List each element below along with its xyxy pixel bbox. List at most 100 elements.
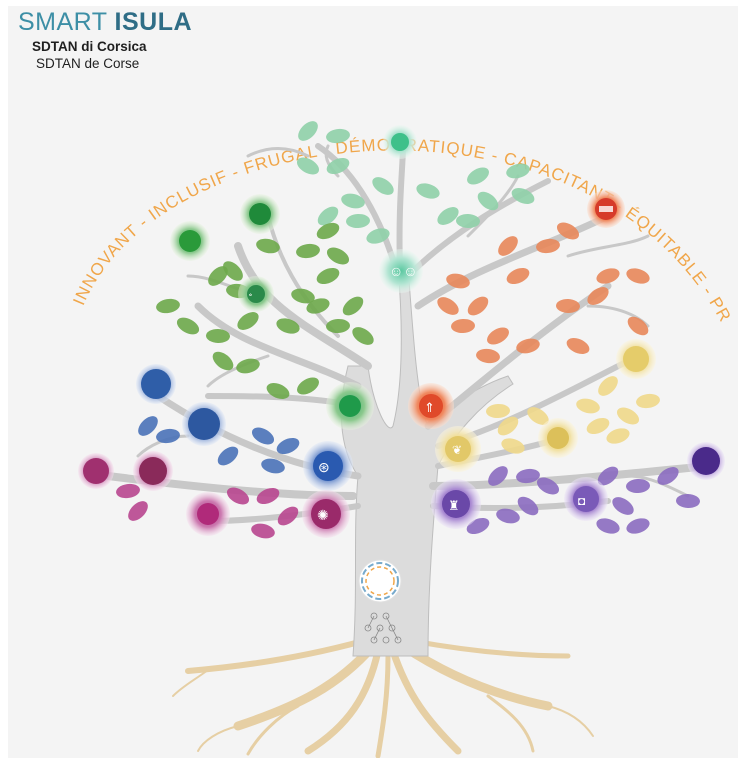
leaf (488, 466, 508, 486)
leaf (256, 238, 280, 254)
node-orange-top[interactable] (587, 190, 625, 228)
leaf (556, 298, 580, 314)
leaf (536, 238, 560, 254)
leaf (437, 297, 459, 315)
leaf (587, 287, 609, 305)
leaf (156, 298, 180, 314)
leaf (372, 177, 394, 195)
leaf (316, 222, 340, 240)
brand-light-text: SMART (18, 8, 115, 36)
node-magenta-main[interactable]: ✺ (302, 490, 350, 538)
leaf (237, 312, 259, 330)
leaf (256, 487, 280, 505)
subtitle-french: SDTAN de Corse (36, 56, 140, 71)
leaf (476, 348, 500, 364)
leaf (176, 317, 200, 335)
leaf (536, 477, 560, 495)
leaf (226, 487, 250, 505)
theme-nodes: ✿ ☺☺ ⇑ ❦ ⊛ ✺ ♜ ◘ (78, 125, 725, 538)
node-mint-top[interactable] (383, 125, 417, 159)
leaf (277, 506, 299, 526)
leaf (116, 483, 140, 499)
leaf (291, 288, 315, 304)
leaf (251, 523, 275, 539)
node-green-mid[interactable]: ✿ (238, 276, 274, 312)
leaf (511, 188, 535, 204)
leaf (586, 417, 610, 435)
node-orange-lower[interactable]: ⇑ (408, 383, 454, 429)
leaf (556, 222, 580, 240)
strategy-tree: INNOVANT - INCLUSIF - FRUGAL - DÉMOCRATI… (8, 6, 734, 758)
node-mint-center[interactable]: ☺☺ (379, 249, 423, 293)
node-blue-main[interactable]: ⊛ (303, 441, 353, 491)
leaf (516, 468, 540, 484)
leaf (341, 193, 365, 209)
leaf (298, 121, 318, 141)
svg-text:✿: ✿ (249, 293, 252, 297)
leaf (626, 478, 650, 494)
leaf (223, 261, 243, 281)
leaf (296, 243, 320, 259)
camera-icon: ◘ (578, 494, 585, 508)
subtitle-corsican: SDTAN di Corsica (32, 39, 147, 54)
leaf (506, 267, 530, 285)
node-blue-top[interactable] (136, 364, 176, 404)
node-blue-mid[interactable] (182, 402, 226, 446)
leaf (598, 376, 618, 396)
value-word: INNOVANT (69, 221, 142, 308)
people-icon: ☺☺ (389, 263, 418, 279)
leaf (612, 497, 634, 515)
leaf (128, 501, 148, 521)
leaf (516, 338, 540, 354)
leaf (498, 236, 518, 256)
node-magenta-left[interactable] (78, 453, 114, 489)
leaves (116, 121, 700, 539)
leaf (437, 207, 459, 225)
leaf (156, 428, 180, 444)
leaf (266, 383, 290, 399)
virus-icon: ✺ (317, 507, 329, 523)
node-green-left[interactable] (170, 221, 210, 261)
leaf (487, 327, 509, 345)
node-yellow-right[interactable] (616, 339, 656, 379)
node-green-lower[interactable] (326, 382, 374, 430)
leaf (326, 318, 350, 334)
node-purple-camera[interactable]: ◘ (564, 477, 608, 521)
leaf (467, 296, 489, 316)
leaf (346, 213, 370, 229)
node-yellow-left[interactable]: ❦ (435, 426, 481, 472)
roots (172, 638, 594, 758)
leaf (566, 338, 590, 354)
leaf (527, 407, 549, 425)
header: SMART ISULA SDTAN di Corsica SDTAN de Co… (18, 8, 218, 72)
leaf (297, 377, 319, 395)
leaf (606, 428, 630, 444)
leaf (261, 458, 285, 474)
leaf (416, 183, 440, 199)
leaf (636, 393, 660, 409)
leaf (212, 351, 234, 371)
node-magenta-second[interactable] (133, 451, 173, 491)
leaf (496, 508, 520, 524)
leaf (626, 518, 650, 534)
node-green-top[interactable] (240, 194, 280, 234)
leaf (456, 213, 480, 229)
leaf (627, 316, 649, 336)
leaf-icon: ❦ (452, 443, 462, 457)
brand-bold-text: ISULA (114, 8, 193, 36)
leaf (506, 163, 530, 179)
atom-icon: ⊛ (318, 459, 330, 475)
value-word: INCLUSIF (145, 166, 230, 224)
tree-poster: INNOVANT - INCLUSIF - FRUGAL - DÉMOCRATI… (8, 6, 738, 758)
leaf (326, 247, 350, 265)
node-purple-right[interactable] (687, 442, 725, 480)
leaf (342, 296, 364, 316)
leaf (276, 318, 300, 334)
node-yellow-mid[interactable] (538, 418, 578, 458)
node-purple-main[interactable]: ♜ (431, 479, 481, 529)
leaf (446, 273, 470, 289)
node-magenta-mid[interactable] (186, 492, 230, 536)
leaf (597, 466, 619, 486)
leaf (217, 446, 239, 466)
leaf (138, 416, 158, 436)
